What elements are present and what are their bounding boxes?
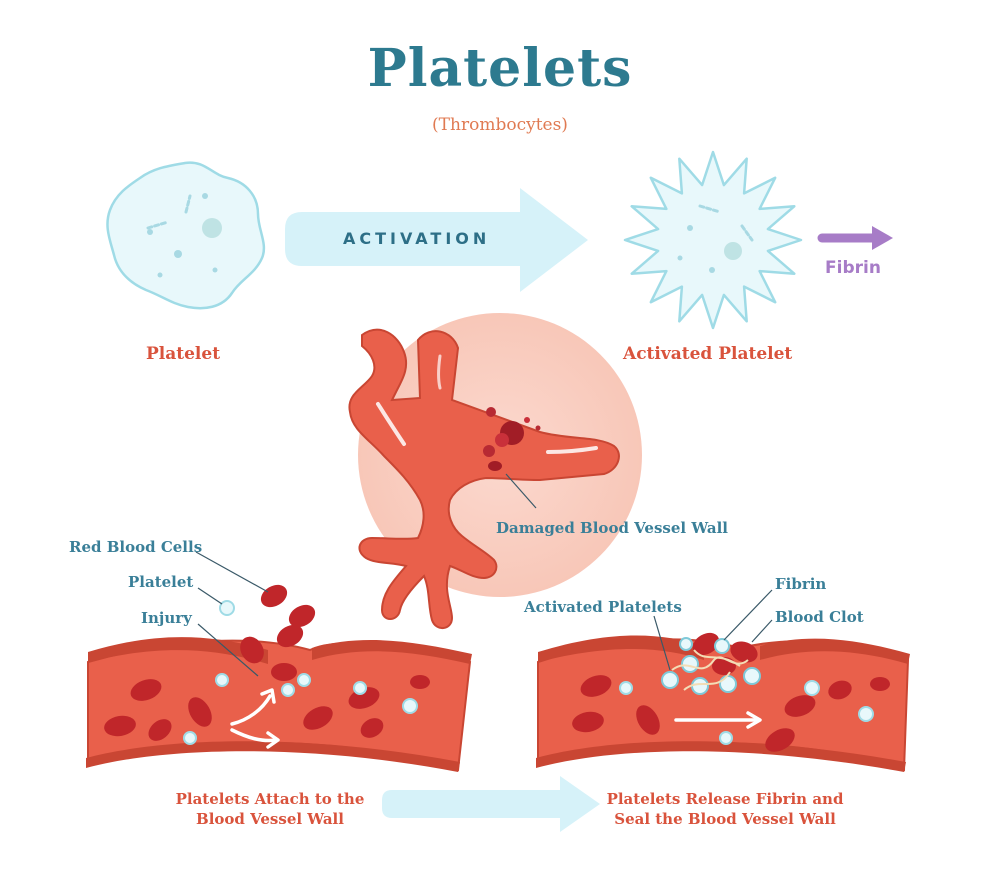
activation-arrow [285, 188, 588, 292]
right-vessel [536, 589, 910, 772]
blood-clot-label: Blood Clot [775, 608, 864, 626]
fibrin-label-top: Fibrin [825, 258, 881, 278]
damaged-wall-label: Damaged Blood Vessel Wall [496, 519, 728, 537]
left-caption-line2: Blood Vessel Wall [196, 810, 344, 828]
platelet-label: Platelet [146, 344, 221, 364]
right-caption-line2: Seal the Blood Vessel Wall [614, 810, 836, 828]
activated-platelet [623, 150, 803, 330]
fibrin-label: Fibrin [775, 575, 827, 593]
fibrin-arrow [817, 226, 893, 250]
resting-platelet [106, 161, 266, 310]
activation-label: ACTIVATION [343, 229, 491, 248]
activated-platelet-label: Activated Platelet [623, 344, 793, 364]
page-subtitle: (Thrombocytes) [432, 115, 568, 135]
red-blood-cells-label: Red Blood Cells [69, 538, 203, 556]
platelet-small-label: Platelet [128, 573, 194, 591]
transition-arrow [382, 776, 600, 832]
right-caption-line1: Platelets Release Fibrin and [606, 790, 844, 808]
page-title: Platelets [367, 38, 633, 99]
damaged-vessel-illustration [348, 313, 642, 629]
blood-clot [661, 632, 761, 695]
injury-label: Injury [141, 609, 192, 627]
left-caption-line1: Platelets Attach to the [175, 790, 365, 808]
left-vessel [86, 551, 472, 772]
activated-platelets-label: Activated Platelets [524, 598, 682, 616]
